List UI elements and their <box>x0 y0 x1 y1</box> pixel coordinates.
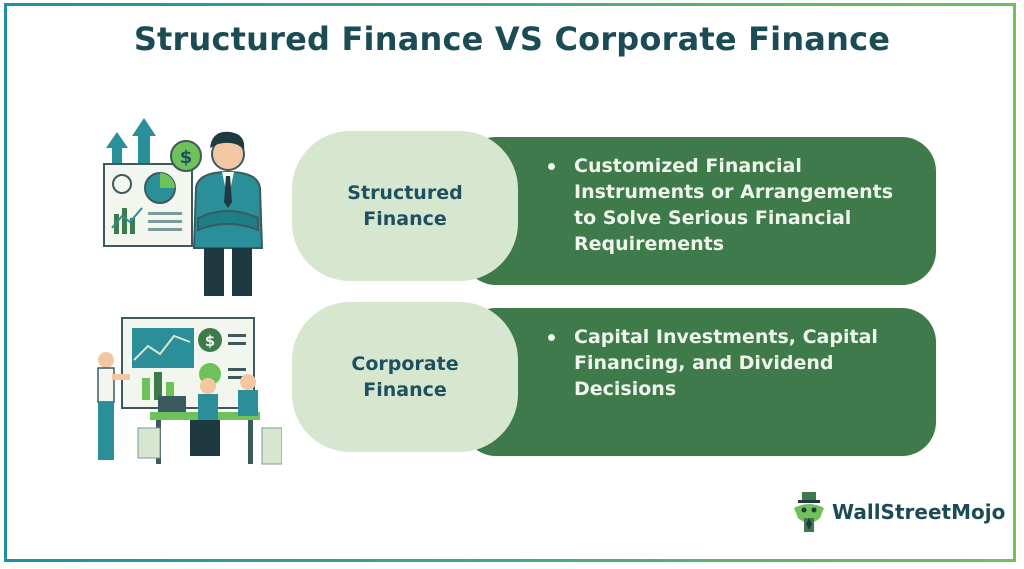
comparison-row-structured: Structured Finance Customized Financial … <box>292 131 936 285</box>
comparison-row-corporate: Corporate Finance Capital Investments, C… <box>292 302 936 456</box>
svg-text:$: $ <box>205 332 215 350</box>
description-bar <box>462 137 936 285</box>
mojo-mascot-icon <box>794 492 824 532</box>
category-label-line1: Structured <box>347 182 463 204</box>
category-label-line1: Corporate <box>351 353 459 375</box>
description-text: Customized Financial Instruments or Arra… <box>574 155 894 255</box>
description-bar <box>462 308 936 456</box>
bullet-icon <box>548 334 555 341</box>
description-text: Capital Investments, Capital Financing, … <box>574 326 878 400</box>
description-item: Capital Investments, Capital Financing, … <box>548 324 918 402</box>
svg-text:$: $ <box>180 147 193 168</box>
category-pill-corporate-finance: Corporate Finance <box>292 302 518 452</box>
category-label-line2: Finance <box>363 208 447 230</box>
logo-text: WallStreetMojo <box>832 500 1006 524</box>
description-item: Customized Financial Instruments or Arra… <box>548 153 918 257</box>
category-label-line2: Finance <box>363 379 447 401</box>
businessman-illustration: $ <box>103 118 264 296</box>
team-meeting-illustration: $ <box>97 317 282 465</box>
wallstreetmojo-logo: WallStreetMojo <box>790 492 1005 532</box>
category-pill-structured-finance: Structured Finance <box>292 131 518 281</box>
bullet-icon <box>548 163 555 170</box>
page-title: Structured Finance VS Corporate Finance <box>133 20 891 58</box>
